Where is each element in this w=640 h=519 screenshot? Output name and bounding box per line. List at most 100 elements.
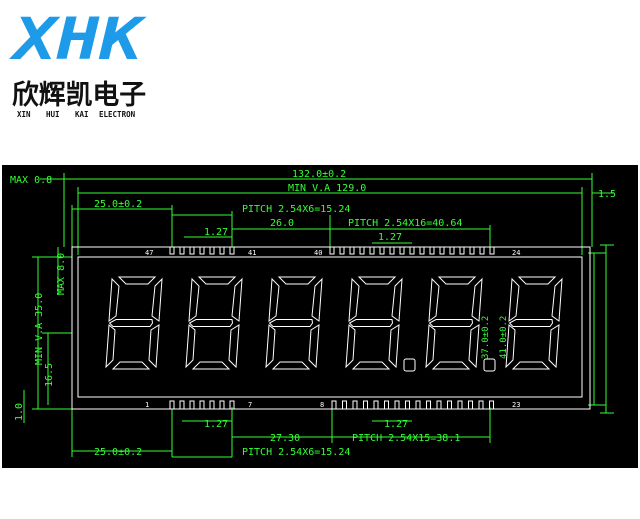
- segment-b: [391, 277, 403, 322]
- pin-label-8: 8: [320, 401, 324, 409]
- pin-top: [379, 246, 385, 255]
- segment-e: [505, 323, 516, 369]
- segment-f: [348, 277, 360, 323]
- segment-c: [548, 324, 560, 369]
- segment-a: [277, 276, 317, 285]
- pin-top: [479, 246, 485, 255]
- segment-a: [517, 276, 557, 285]
- pin-bottom: [169, 400, 175, 410]
- dim-max-8: MAX 8.0: [56, 253, 67, 295]
- company-en-2: HUI: [46, 110, 60, 119]
- pin-bottom: [394, 400, 400, 410]
- pin-bottom: [189, 400, 195, 410]
- dim-top-spacing-1: 1.27: [204, 227, 228, 238]
- segment-g: [108, 319, 154, 327]
- pin-bottom: [426, 400, 431, 410]
- segment-b: [471, 277, 483, 322]
- pin-top: [389, 246, 395, 255]
- segment-c: [468, 324, 480, 369]
- company-en-1: XIN: [17, 110, 31, 119]
- pin-bottom: [468, 400, 473, 410]
- pin-label-40: 40: [314, 249, 322, 257]
- segment-a: [437, 276, 477, 285]
- drawing-svg: MAX 0.8 132.0±0.2 MIN V.A 129.0 1.5 25.0…: [10, 169, 616, 458]
- pin-label-1: 1: [145, 401, 149, 409]
- dim-top-spacing-2: 1.27: [378, 232, 402, 243]
- pin-top: [329, 246, 335, 255]
- dim-bottom-spacing-2: 1.27: [384, 419, 408, 430]
- pin-top: [219, 246, 225, 255]
- dim-left-16-5: 16.5: [44, 363, 55, 387]
- pin-bottom: [457, 400, 463, 410]
- pin-top: [419, 246, 425, 255]
- pin-bottom: [342, 400, 347, 410]
- pin-top: [449, 246, 455, 255]
- dim-min-va-width: MIN V.A 129.0: [288, 183, 366, 194]
- segment-e: [345, 323, 356, 369]
- segment-g: [428, 319, 474, 327]
- dim-top-pitch-2: PITCH 2.54X16=40.64: [348, 218, 462, 229]
- segment-b: [551, 277, 563, 322]
- dim-right-height-inner: 37.0±0.2: [481, 316, 491, 359]
- pin-top: [189, 246, 195, 255]
- pin-top: [339, 246, 345, 255]
- pin-bottom: [405, 400, 410, 410]
- pin-top: [409, 246, 415, 255]
- dim-bottom-pitch-2: PITCH 2.54X15=38.1: [352, 433, 460, 444]
- segment-d: [351, 361, 391, 370]
- segment-f: [508, 277, 520, 323]
- pin-bottom: [384, 400, 389, 410]
- pin-bottom: [436, 400, 442, 410]
- bottom-margin: [0, 468, 640, 519]
- segment-f: [268, 277, 280, 323]
- segment-g: [508, 319, 554, 327]
- segment-g: [188, 319, 234, 327]
- pin-top: [469, 246, 475, 255]
- segment-e: [185, 323, 196, 369]
- segment-a: [197, 276, 237, 285]
- pin-top: [399, 246, 405, 255]
- pin-bottom: [331, 400, 337, 410]
- segment-f: [428, 277, 440, 323]
- dim-top-left-offset: 25.0±0.2: [94, 199, 142, 210]
- pin-bottom: [478, 400, 484, 410]
- pin-top: [439, 246, 445, 255]
- segment-d: [111, 361, 151, 370]
- dim-max-top: MAX 0.8: [10, 175, 52, 186]
- pin-bottom: [373, 400, 379, 410]
- pin-bottom: [219, 400, 225, 410]
- pin-label-23: 23: [512, 401, 520, 409]
- pin-top: [429, 246, 435, 255]
- dim-bottom-pitch-1: PITCH 2.54X6=15.24: [242, 447, 350, 458]
- pin-bottom: [363, 400, 368, 410]
- pin-top: [369, 246, 375, 255]
- segment-a: [357, 276, 397, 285]
- pin-top: [199, 246, 205, 255]
- segment-f: [108, 277, 120, 323]
- pin-top: [209, 246, 215, 255]
- segment-b: [311, 277, 323, 322]
- segment-d: [191, 361, 231, 370]
- dim-right-height-outer: 41.0±0.2: [499, 316, 509, 359]
- segment-e: [105, 323, 116, 369]
- pin-bottom: [199, 400, 205, 410]
- pin-bottom: [209, 400, 215, 410]
- dim-left-1-0: 1.0: [14, 403, 25, 421]
- segment-b: [231, 277, 243, 322]
- segment-d: [511, 361, 551, 370]
- segment-c: [308, 324, 320, 369]
- segment-g: [268, 319, 314, 327]
- brand-logo: XHK: [8, 5, 147, 73]
- pin-top: [459, 246, 465, 255]
- lcd-drawing: MAX 0.8 132.0±0.2 MIN V.A 129.0 1.5 25.0…: [2, 165, 638, 468]
- decimal-point: [403, 358, 416, 372]
- decimal-point: [483, 358, 496, 372]
- pin-top: [229, 246, 235, 255]
- pin-top: [349, 246, 355, 255]
- pin-bottom: [415, 400, 421, 410]
- pin-bottom: [352, 400, 358, 410]
- pin-top: [179, 246, 185, 255]
- segment-a: [117, 276, 157, 285]
- pin-bottom: [447, 400, 452, 410]
- pin-label-41: 41: [248, 249, 256, 257]
